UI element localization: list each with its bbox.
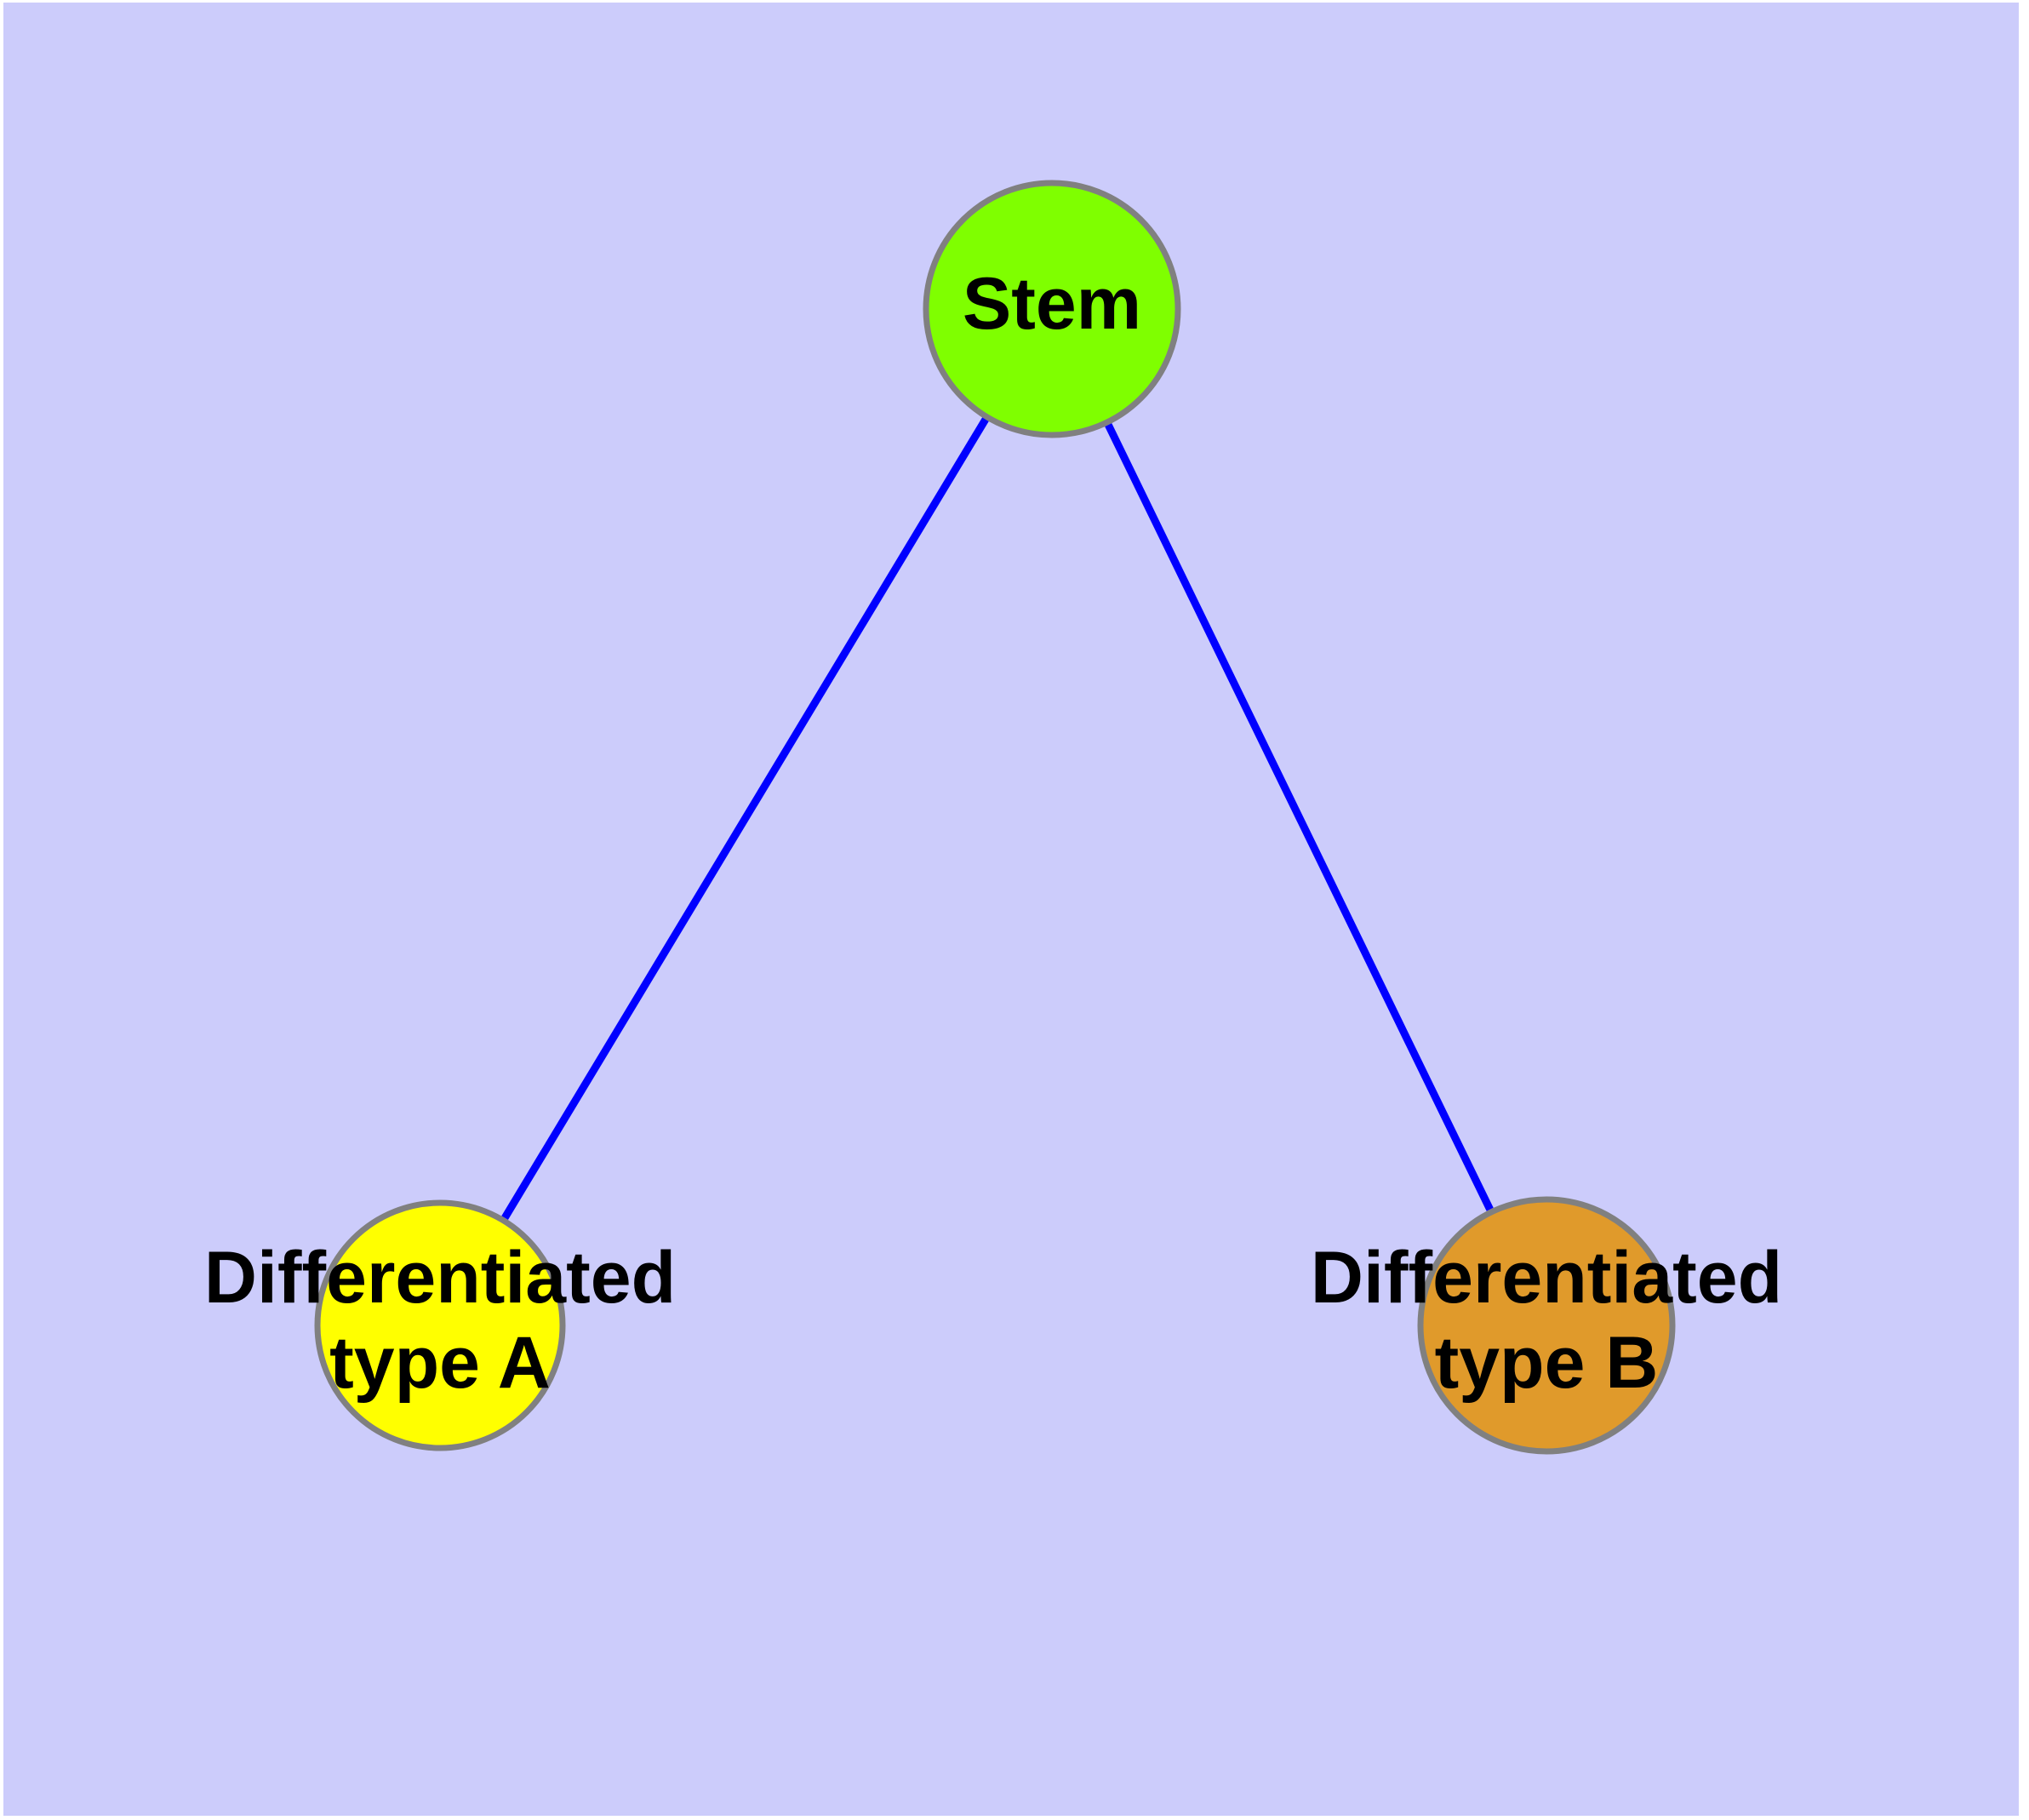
graph-node-label-line: type B xyxy=(1435,1322,1659,1404)
graph-edge-stem-diff_a xyxy=(501,306,1055,1220)
node-layer xyxy=(314,180,1676,1455)
graph-edge-stem-diff_b xyxy=(1048,307,1494,1211)
graph-node-label-line: Differentiated xyxy=(204,1237,676,1319)
graph-node-stem[interactable] xyxy=(923,180,1181,438)
graph-node-label-line: type A xyxy=(329,1322,551,1404)
graph-node-diff_b[interactable] xyxy=(1417,1196,1676,1455)
graph-node-label-line: Stem xyxy=(963,263,1141,345)
graph-node-diff_a[interactable] xyxy=(314,1199,566,1451)
graph-node-label-line: Differentiated xyxy=(1311,1237,1782,1319)
graph-node-label-stem: Stem xyxy=(963,263,1141,345)
edge-layer xyxy=(501,306,1494,1220)
